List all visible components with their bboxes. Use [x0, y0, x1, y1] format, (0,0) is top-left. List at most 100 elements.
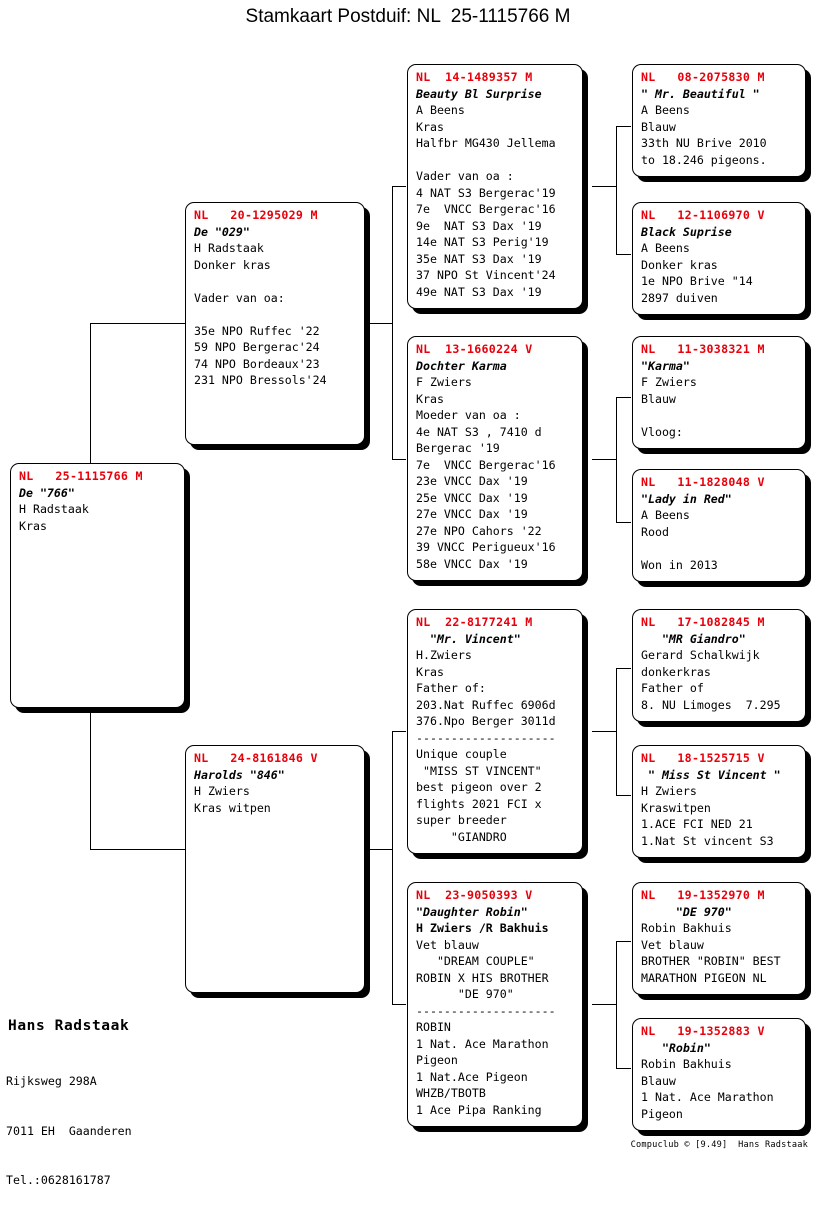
pigeon-color: Blauw: [641, 1073, 676, 1088]
connector-g2d-bottom: [616, 1068, 631, 1069]
achievement-line: Bergerac '19: [416, 441, 500, 455]
ring-number: NL 14-1489357 M: [416, 70, 533, 84]
pigeon-color: Vet blauw: [641, 937, 704, 952]
pigeon-nickname: Beauty Bl Surprise: [416, 86, 542, 101]
note-line: "MISS ST VINCENT": [416, 763, 542, 778]
achievement-line: 27e NPO Cahors '22: [416, 523, 542, 538]
connector-g2a-top: [616, 126, 631, 127]
pigeon-box-g3-5[interactable]: NL 17-1082845 M "MR Giandro" Gerard Scha…: [632, 609, 806, 722]
pigeon-box-g3-8[interactable]: NL 19-1352883 V "Robin" Robin Bakhuis Bl…: [632, 1018, 806, 1131]
breeder-phone: Tel.:0628161787: [6, 1173, 111, 1187]
pigeon-color: Kras witpen: [194, 800, 271, 815]
achievement-line: 1e NPO Brive "14: [641, 274, 753, 288]
pigeon-nickname: De "029": [194, 224, 250, 239]
pigeon-nickname: "DE 970": [641, 904, 732, 919]
achievement-line: 1.Nat St vincent S3: [641, 833, 774, 848]
pigeon-nickname: "Mr. Vincent": [416, 631, 521, 646]
note-line: flights 2021 FCI x: [416, 796, 542, 811]
breeder-name: Hans Radstaak: [8, 1018, 130, 1034]
divider-line: --------------------: [416, 1003, 556, 1018]
connector-g2c-top: [616, 668, 631, 669]
pigeon-nickname: Harolds "846": [194, 767, 285, 782]
pigeon-color: Rood: [641, 524, 669, 539]
pigeon-owner: F Zwiers: [416, 375, 472, 389]
achievement-line: Won in 2013: [641, 557, 718, 572]
ring-number: NL 24-8161846 V: [194, 751, 318, 765]
pigeon-box-g3-4[interactable]: NL 11-1828048 V "Lady in Red" A Beens Ro…: [632, 469, 806, 582]
achievement-line: 58e VNCC Dax '19: [416, 556, 528, 571]
connector-g2a-bottom: [616, 254, 631, 255]
ring-number: NL 08-2075830 M: [641, 70, 765, 84]
achievements-heading: Vloog:: [641, 424, 683, 439]
pigeon-box-g1-father[interactable]: NL 20-1295029 M De "029" H Radstaak Donk…: [185, 202, 365, 445]
pigeon-nickname: Black Suprise: [641, 224, 732, 239]
achievement-line: 4 NAT S3 Bergerac'19: [416, 185, 556, 200]
achievement-line: 2897 duiven: [641, 290, 718, 305]
breeder-address: Rijksweg 298A 7011 EH Gaanderen Tel.:062…: [6, 1040, 132, 1222]
connector-subject-bottom: [90, 849, 185, 850]
pigeon-box-g3-6[interactable]: NL 18-1525715 V " Miss St Vincent " H Zw…: [632, 745, 806, 858]
achievement-line: 35e NPO Ruffec '22: [194, 323, 320, 338]
ring-number: NL 17-1082845 M: [641, 615, 765, 629]
pigeon-color: Donker kras: [641, 257, 718, 272]
pigeon-nickname: "Lady in Red": [641, 491, 732, 506]
achievement-line: MARATHON PIGEON NL: [641, 970, 767, 985]
achievement-line: 39 VNCC Perigueux'16: [416, 540, 556, 554]
achievements-heading: Moeder van oa :: [416, 408, 521, 422]
pigeon-box-g3-2[interactable]: NL 12-1106970 V Black Suprise A Beens Do…: [632, 202, 806, 315]
pigeon-owner: A Beens: [641, 508, 690, 522]
pigeon-owner: F Zwiers: [641, 375, 697, 389]
achievement-line: 203.Nat Ruffec 6906d: [416, 697, 556, 712]
pigeon-nickname: De "766": [19, 485, 75, 500]
pigeon-owner: H Zwiers: [641, 784, 697, 798]
pigeon-color: Kras: [416, 391, 444, 406]
note-line: ROBIN: [416, 1020, 451, 1034]
achievement-line: 74 NPO Bordeaux'23: [194, 356, 320, 371]
note-line: ROBIN X HIS BROTHER: [416, 970, 549, 985]
pigeon-box-g2-4[interactable]: NL 23-9050393 V "Daughter Robin" H Zwier…: [407, 882, 583, 1127]
pigeon-box-g2-1[interactable]: NL 14-1489357 M Beauty Bl Surprise A Bee…: [407, 64, 583, 309]
pigeon-nickname: "MR Giandro": [641, 631, 746, 646]
note-line: "GIANDRO: [416, 829, 507, 844]
pigeon-owner: H Zwiers: [194, 784, 250, 798]
pigeon-owner: H.Zwiers: [416, 648, 472, 662]
pigeon-box-g2-2[interactable]: NL 13-1660224 V Dochter Karma F Zwiers K…: [407, 336, 583, 581]
achievement-line: 9e NAT S3 Dax '19: [416, 218, 542, 233]
note-line: 1 Nat. Ace Marathon: [416, 1036, 549, 1051]
pigeon-box-subject[interactable]: NL 25-1115766 M De "766" H Radstaak Kras: [10, 463, 185, 708]
spacer-line: [633, 407, 805, 424]
achievement-line: 23e VNCC Dax '19: [416, 474, 528, 488]
achievement-line: 376.Npo Berger 3011d: [416, 714, 556, 728]
pigeon-box-g3-7[interactable]: NL 19-1352970 M "DE 970" Robin Bakhuis V…: [632, 882, 806, 995]
software-credit: Compuclub © [9.49] Hans Radstaak: [630, 1140, 808, 1150]
pigeon-box-g3-3[interactable]: NL 11-3038321 M "Karma" F Zwiers Blauw V…: [632, 336, 806, 449]
connector-g2b-top: [616, 397, 631, 398]
connector-g1a-vertical: [392, 186, 393, 459]
pigeon-nickname: " Miss St Vincent ": [641, 767, 781, 782]
connector-g1b-bottom: [392, 1004, 406, 1005]
achievement-line: 35e NAT S3 Dax '19: [416, 251, 542, 266]
achievement-line: 231 NPO Bressols'24: [194, 373, 327, 387]
connector-g2c-bottom: [616, 795, 631, 796]
ring-number: NL 22-8177241 M: [416, 615, 533, 629]
pigeon-box-g3-1[interactable]: NL 08-2075830 M " Mr. Beautiful " A Been…: [632, 64, 806, 177]
pigeon-owner: Robin Bakhuis: [641, 1057, 732, 1071]
pigeon-owner: A Beens: [416, 103, 465, 117]
pigeon-color: Kraswitpen: [641, 800, 711, 815]
pigeon-color: Vet blauw: [416, 937, 479, 952]
ring-number: NL 12-1106970 V: [641, 208, 765, 222]
pigeon-nickname: "Daughter Robin": [416, 904, 528, 919]
note-line: super breeder: [416, 813, 507, 827]
pigeon-box-g1-mother[interactable]: NL 24-8161846 V Harolds "846" H Zwiers K…: [185, 745, 365, 993]
achievement-line: 59 NPO Bergerac'24: [194, 340, 320, 354]
ring-number: NL 18-1525715 V: [641, 751, 765, 765]
pigeon-color: Blauw: [641, 391, 676, 406]
connector-g2a-in: [592, 186, 617, 187]
achievements-heading: Vader van oa :: [416, 169, 514, 183]
divider-line: --------------------: [416, 730, 556, 745]
pigeon-color: Kras: [416, 664, 444, 679]
achievement-line: 4e NAT S3 , 7410 d: [416, 424, 542, 439]
pigeon-nickname: Dochter Karma: [416, 358, 507, 373]
pigeon-nickname: "Karma": [641, 358, 690, 373]
pigeon-box-g2-3[interactable]: NL 22-8177241 M "Mr. Vincent" H.Zwiers K…: [407, 609, 583, 854]
